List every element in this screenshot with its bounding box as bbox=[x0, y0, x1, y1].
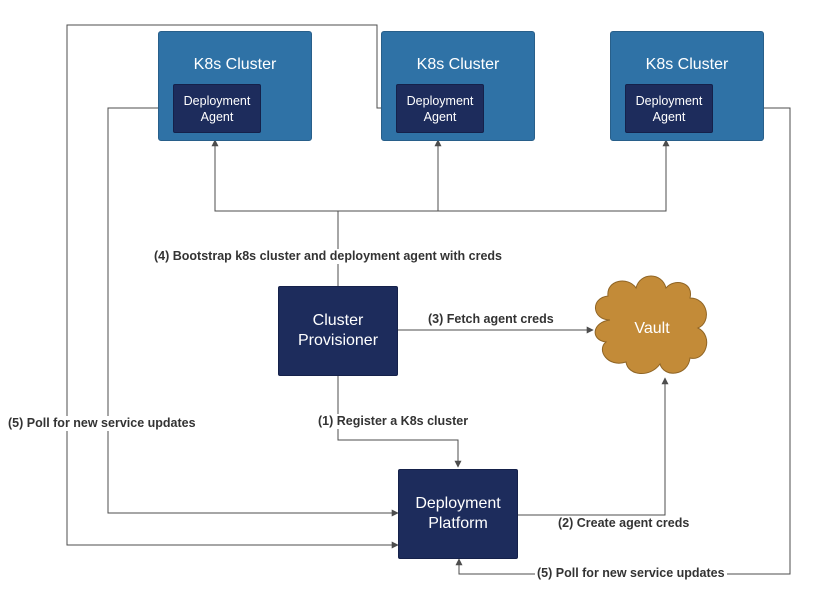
cluster-title: K8s Cluster bbox=[645, 56, 729, 73]
k8s-cluster-left: K8s Cluster Deployment Agent bbox=[158, 31, 312, 141]
register-connector bbox=[337, 376, 462, 468]
deployment-platform-node: Deployment Platform bbox=[398, 469, 518, 559]
k8s-cluster-middle: K8s Cluster Deployment Agent bbox=[381, 31, 535, 141]
cluster-title: K8s Cluster bbox=[193, 56, 277, 73]
k8s-cluster-right: K8s Cluster Deployment Agent bbox=[610, 31, 764, 141]
poll-bottom-edge-label: (5) Poll for new service updates bbox=[535, 566, 727, 581]
bootstrap-connector bbox=[338, 139, 670, 212]
register-edge-label: (1) Register a K8s cluster bbox=[316, 414, 471, 429]
cluster-title: K8s Cluster bbox=[416, 56, 500, 73]
create-creds-connector bbox=[517, 377, 669, 516]
agent-label: Deployment Agent bbox=[183, 93, 251, 124]
vault-label: Vault bbox=[634, 320, 670, 337]
deployment-agent-left: Deployment Agent bbox=[173, 84, 261, 133]
deployment-platform-label: Deployment Platform bbox=[415, 495, 501, 532]
poll-connector-right-agent bbox=[455, 107, 791, 575]
poll-left-edge-label: (5) Poll for new service updates bbox=[6, 416, 198, 431]
agent-label: Deployment Agent bbox=[635, 93, 703, 124]
poll-connector-left-agent bbox=[107, 107, 399, 517]
poll-connector-middle-agent bbox=[66, 24, 399, 549]
vault-cloud-shape bbox=[594, 275, 708, 374]
deployment-agent-middle: Deployment Agent bbox=[396, 84, 484, 133]
agent-label: Deployment Agent bbox=[406, 93, 474, 124]
deployment-agent-right: Deployment Agent bbox=[625, 84, 713, 133]
bootstrap-edge-label: (4) Bootstrap k8s cluster and deployment… bbox=[152, 249, 504, 264]
fetch-creds-edge-label: (3) Fetch agent creds bbox=[426, 312, 556, 327]
bootstrap-connector bbox=[211, 139, 339, 286]
cluster-provisioner-label: Cluster Provisioner bbox=[297, 312, 379, 349]
bootstrap-connector bbox=[338, 139, 442, 212]
cluster-provisioner-node: Cluster Provisioner bbox=[278, 286, 398, 376]
create-creds-edge-label: (2) Create agent creds bbox=[556, 516, 692, 531]
